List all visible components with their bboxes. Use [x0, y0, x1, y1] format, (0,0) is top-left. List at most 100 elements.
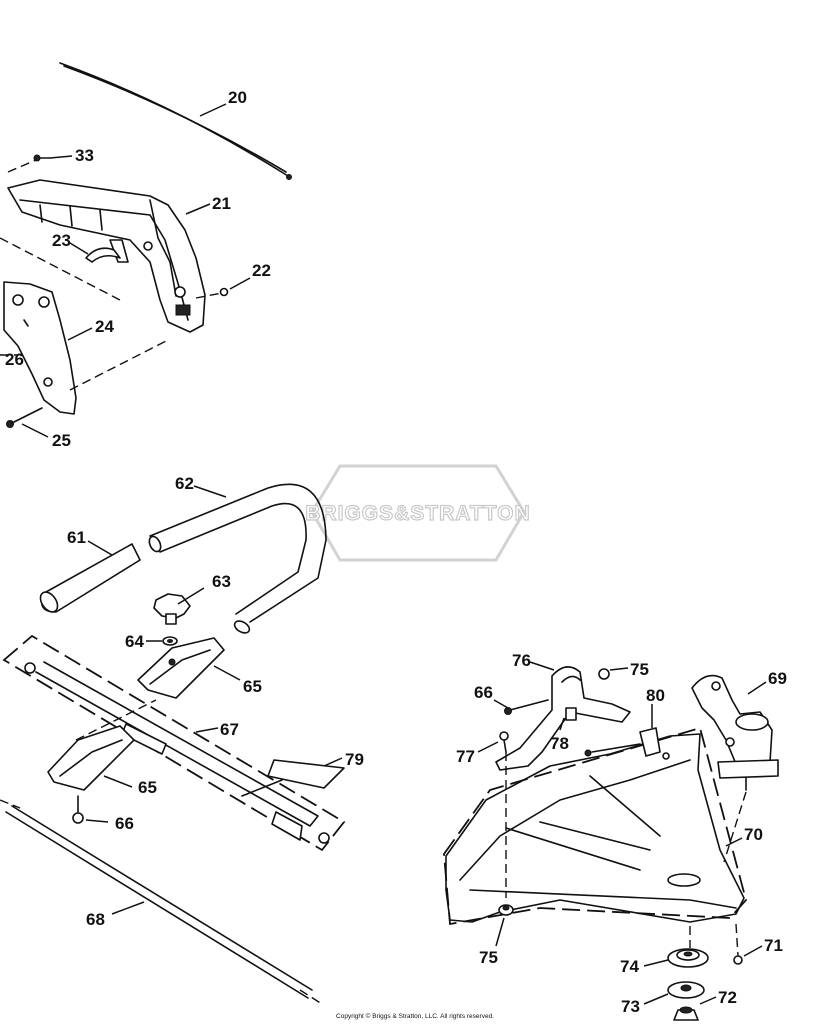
- label-61: 61: [67, 528, 86, 547]
- label-75-lower: 75: [479, 948, 498, 967]
- label-63: 63: [212, 572, 231, 591]
- label-77: 77: [456, 747, 475, 766]
- part-22-nut: [219, 287, 229, 297]
- part-23-trigger: [85, 247, 121, 263]
- dash-65: [75, 699, 157, 741]
- leader-22: [229, 277, 251, 290]
- part-78-spacer: [565, 707, 577, 721]
- part-65-clamp-upper: [137, 637, 225, 699]
- part-68-drive-shaft: [0, 799, 323, 1005]
- part-72-nut: [673, 1006, 699, 1021]
- dash-24a: [0, 237, 121, 301]
- part-64-washer: [162, 636, 178, 646]
- label-66-right: 66: [474, 683, 493, 702]
- leader-33: [49, 155, 73, 159]
- label-24: 24: [95, 317, 114, 336]
- leader-66b: [493, 699, 509, 709]
- briggs-stratton-watermark: BRIGGS&STRATTON: [305, 464, 530, 562]
- leader-71: [743, 945, 763, 957]
- part-76-bracket: [495, 666, 631, 771]
- part-71-bolt: [733, 955, 743, 965]
- leader-75b: [495, 917, 505, 947]
- dash-24b: [69, 339, 169, 391]
- leader-23: [69, 242, 89, 255]
- label-26: 26: [5, 350, 24, 369]
- part-66-bolt-right: [504, 699, 549, 715]
- label-23: 23: [52, 231, 71, 250]
- part-21-housing: [7, 179, 206, 333]
- part-25-screw: [6, 407, 43, 428]
- label-74: 74: [620, 957, 639, 976]
- label-68: 68: [86, 910, 105, 929]
- part-67-drive-tube: [2, 634, 346, 852]
- part-61-grip: [39, 543, 141, 613]
- part-77-bolt: [499, 731, 509, 753]
- leader-69: [747, 681, 767, 695]
- leader-73: [643, 993, 669, 1005]
- leader-74: [643, 959, 669, 967]
- part-75-nut-lower: [498, 904, 514, 916]
- label-70: 70: [744, 825, 763, 844]
- label-21: 21: [212, 194, 231, 213]
- part-66-bolt: [72, 795, 84, 824]
- part-63-knob: [153, 593, 191, 625]
- label-64: 64: [125, 632, 144, 651]
- leader-68: [111, 901, 145, 915]
- leader-65b: [103, 775, 133, 788]
- leader-72: [699, 996, 717, 1005]
- dash-22: [195, 292, 223, 299]
- dash-33: [7, 159, 37, 173]
- leader-21: [185, 203, 211, 215]
- label-22: 22: [252, 261, 271, 280]
- part-33-screw: [33, 154, 51, 162]
- leader-24: [67, 327, 93, 341]
- leader-70: [725, 837, 743, 847]
- label-20: 20: [228, 88, 247, 107]
- part-74-cup: [667, 948, 709, 968]
- leader-75a: [609, 667, 629, 671]
- leader-66a: [85, 819, 109, 823]
- leader-79: [323, 757, 343, 767]
- part-75-nut-upper: [598, 668, 610, 680]
- leader-78: [559, 717, 565, 731]
- leader-65a: [213, 665, 241, 681]
- part-labels: 20 33 21 23 22 24 26 25 62 61 63 64 65 6…: [5, 88, 787, 1016]
- leader-62: [193, 485, 227, 498]
- part-70-deflector-shield: [443, 726, 747, 926]
- label-80: 80: [646, 686, 665, 705]
- label-25: 25: [52, 431, 71, 450]
- dash-71: [735, 923, 739, 957]
- label-78: 78: [550, 734, 569, 753]
- label-72: 72: [718, 988, 737, 1007]
- decal-pointer: [241, 779, 283, 797]
- label-76: 76: [512, 651, 531, 670]
- watermark-text: BRIGGS&STRATTON: [305, 502, 530, 525]
- label-79: 79: [345, 750, 364, 769]
- leader-67: [195, 727, 219, 733]
- part-20-cable: [59, 62, 292, 180]
- leader-77: [477, 741, 499, 753]
- label-69: 69: [768, 669, 787, 688]
- label-65: 65: [243, 677, 262, 696]
- part-79-decal: [267, 759, 345, 789]
- leader-61: [87, 540, 113, 556]
- leader-20: [199, 103, 227, 117]
- label-65-lower: 65: [138, 778, 157, 797]
- label-67: 67: [220, 720, 239, 739]
- dash-69: [723, 791, 747, 863]
- label-71: 71: [764, 936, 783, 955]
- part-65-clamp-lower: [47, 725, 135, 791]
- label-66: 66: [115, 814, 134, 833]
- leader-63: [177, 587, 205, 605]
- copyright-notice: Copyright © Briggs & Stratton, LLC. All …: [336, 1013, 494, 1020]
- part-24-side-housing: [3, 281, 77, 415]
- part-80-clip: [584, 727, 670, 760]
- label-73: 73: [621, 997, 640, 1016]
- part-73-washer: [667, 981, 705, 999]
- part-69-gearbox: [691, 674, 779, 791]
- leader-25: [21, 423, 49, 438]
- label-33: 33: [75, 146, 94, 165]
- label-75: 75: [630, 660, 649, 679]
- leader-76: [529, 661, 555, 671]
